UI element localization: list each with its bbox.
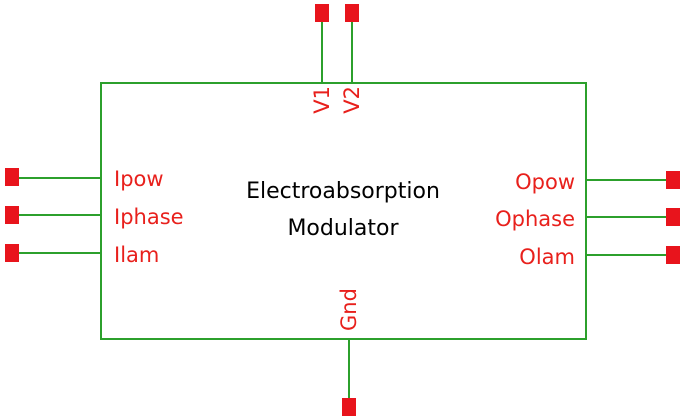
pin-terminal-ipow[interactable] xyxy=(5,168,19,186)
block-title-line2: Modulator xyxy=(287,216,399,241)
pin-terminal-v1[interactable] xyxy=(315,4,329,22)
pin-terminal-ilam[interactable] xyxy=(5,244,19,262)
pin-terminal-opow[interactable] xyxy=(666,171,680,189)
pin-label-gnd: Gnd xyxy=(337,288,361,331)
pin-label-opow: Opow xyxy=(515,170,575,194)
pin-label-ophase: Ophase xyxy=(495,207,575,231)
pin-label-v1: V1 xyxy=(310,86,334,114)
modulator-block xyxy=(100,82,587,340)
pin-terminal-v2[interactable] xyxy=(345,4,359,22)
pin-terminal-iphase[interactable] xyxy=(5,206,19,224)
pin-label-olam: Olam xyxy=(519,245,575,269)
pin-label-iphase: Iphase xyxy=(114,205,184,229)
pin-terminal-olam[interactable] xyxy=(666,246,680,264)
pin-terminal-gnd[interactable] xyxy=(342,398,356,416)
pin-label-ipow: Ipow xyxy=(114,167,164,191)
pin-label-v2: V2 xyxy=(340,86,364,114)
pin-label-ilam: Ilam xyxy=(114,243,159,267)
pin-terminal-ophase[interactable] xyxy=(666,208,680,226)
block-title-line1: Electroabsorption xyxy=(246,179,440,204)
